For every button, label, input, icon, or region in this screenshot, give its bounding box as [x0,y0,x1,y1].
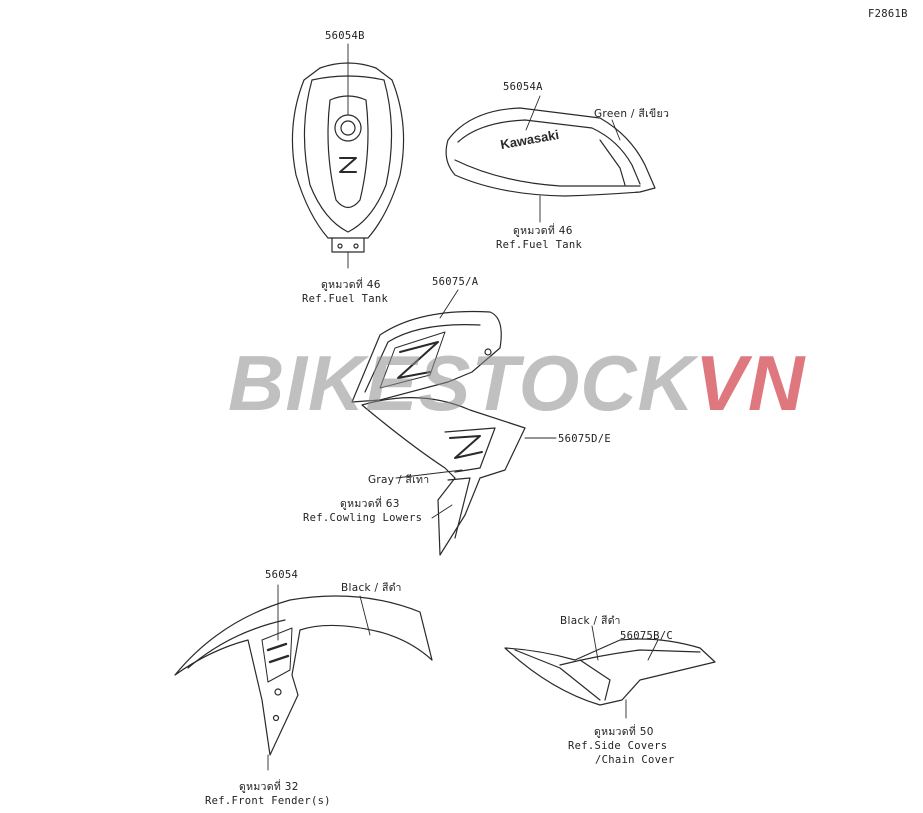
part-56075DE-label: 56075D/E [558,433,611,445]
part-56075A-label: 56075/A [432,276,479,288]
watermark: BIKESTOCKVN [228,343,805,423]
fuel-tank-side-view [445,95,656,223]
black-side-label: Black / สีดำ [560,615,621,627]
black-fender-label: Black / สีดำ [341,582,402,594]
side-cover [504,625,716,719]
ref-fuel-tank-side-en: Ref.Fuel Tank [496,239,583,251]
ref-front-fender-th: ดูหมวดที่ 32 [239,781,299,793]
ref-cowling-th: ดูหมวดที่ 63 [340,498,400,510]
fuel-tank-top-view [291,43,405,269]
part-56075BC-label: 56075B/C [620,630,673,642]
ref-chain-cover-en: /Chain Cover [595,754,675,766]
watermark-part1: BIKESTOCK [228,339,695,427]
ref-cowling-en: Ref.Cowling Lowers [303,512,423,524]
ref-side-covers-en: Ref.Side Covers [568,740,668,752]
diagram-code: F2861B [868,8,908,20]
watermark-part2: VN [694,339,806,427]
part-56054B-label: 56054B [325,30,365,42]
ref-fuel-tank-side-th: ดูหมวดที่ 46 [513,225,573,237]
green-color-label: Green / สีเขียว [594,108,670,120]
part-56054-label: 56054 [265,569,299,581]
lower-cowling [361,397,557,556]
upper-cowling-shroud [351,289,502,403]
ref-side-covers-th: ดูหมวดที่ 50 [594,726,654,738]
gray-color-label: Gray / สีเทา [368,474,430,486]
ref-front-fender-en: Ref.Front Fender(s) [205,795,331,807]
front-fender [174,584,433,771]
ref-fuel-tank-top-en: Ref.Fuel Tank [302,293,389,305]
part-56054A-label: 56054A [503,81,543,93]
ref-fuel-tank-top-th: ดูหมวดที่ 46 [321,279,381,291]
